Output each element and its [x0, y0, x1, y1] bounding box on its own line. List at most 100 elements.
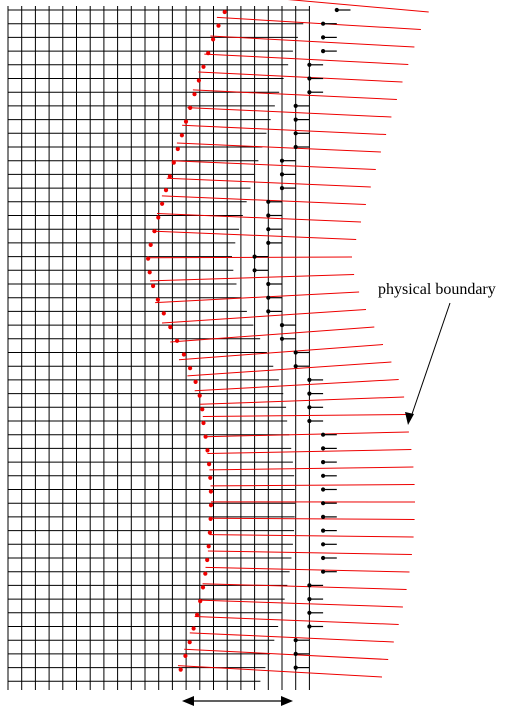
inner-interp-point	[307, 76, 312, 81]
curvilinear-grid-normal	[176, 142, 381, 153]
inner-interp-point	[266, 309, 271, 314]
outer-interp-point	[183, 653, 188, 659]
outer-interp-point	[148, 242, 153, 247]
inner-interp-point	[321, 514, 326, 520]
interpolation-connectors	[254, 9, 351, 669]
outer-interp-point	[188, 105, 193, 110]
curvilinear-grid-normal	[210, 517, 415, 520]
outer-interp-point	[160, 201, 165, 206]
outer-interp-point	[208, 475, 213, 480]
curvilinear-grid-normal	[177, 665, 383, 678]
curvilinear-grid-normal	[189, 632, 394, 643]
physical-boundary-label: physical boundary	[378, 281, 496, 298]
inner-interp-point	[279, 172, 285, 177]
outer-interp-point	[200, 585, 206, 590]
outer-interp-point	[203, 571, 208, 576]
outer-interp-point	[192, 92, 197, 97]
outer-interp-point	[208, 516, 213, 522]
curvilinear-grid-normal	[178, 344, 384, 361]
inner-interp-point	[252, 268, 257, 273]
outer-interp-point	[201, 420, 206, 426]
boundary-pointer-arrow	[405, 302, 451, 425]
outer-interp-point	[167, 174, 172, 179]
inner-interp-point	[293, 131, 298, 136]
outer-interp-point	[151, 283, 156, 289]
inner-interp-point	[307, 610, 312, 615]
outer-interp-point	[205, 448, 210, 453]
outer-interp-point	[161, 311, 166, 316]
inner-interp-point	[252, 254, 257, 259]
inner-interp-point	[279, 323, 285, 328]
inner-interp-point	[293, 144, 298, 150]
inner-interp-point	[321, 528, 326, 533]
outer-interp-point	[197, 393, 202, 398]
inner-interp-point	[266, 227, 271, 232]
outer-interpolation-points	[146, 9, 227, 672]
outer-interp-point	[179, 133, 184, 138]
inner-interp-point	[307, 90, 312, 95]
outer-interp-point	[163, 188, 169, 193]
outer-interp-point	[168, 325, 173, 330]
cartesian-background-grid	[7, 6, 310, 690]
curvilinear-grid-normal	[204, 53, 409, 65]
inner-interpolation-points	[252, 7, 339, 670]
inner-interp-point	[307, 377, 312, 382]
inner-interp-point	[307, 418, 312, 424]
inner-interp-point	[307, 62, 312, 67]
inner-interp-point	[334, 7, 339, 13]
outer-interp-point	[183, 119, 189, 124]
outer-interp-point	[191, 626, 196, 631]
outer-interp-point	[208, 503, 214, 508]
outer-interp-point	[156, 215, 161, 220]
outer-interp-point	[175, 338, 180, 343]
curvilinear-grid-normal	[161, 309, 367, 324]
curvilinear-grid-normal	[171, 160, 376, 170]
inner-interp-point	[266, 281, 271, 287]
inner-interp-point	[321, 555, 326, 561]
curvilinear-grid-normal	[210, 35, 415, 48]
inner-interp-point	[321, 35, 326, 40]
outer-interp-point	[203, 434, 208, 439]
inner-interp-point	[321, 21, 326, 26]
inner-interp-point	[266, 199, 271, 204]
curvilinear-grid-normal	[207, 449, 412, 454]
inner-interp-point	[307, 597, 312, 602]
width-double-arrow	[182, 696, 293, 706]
inner-interp-point	[321, 473, 326, 478]
outer-interp-point	[155, 297, 160, 302]
inner-interp-point	[321, 432, 326, 437]
outer-interp-point	[175, 146, 180, 152]
inner-interp-point	[293, 103, 298, 108]
outer-interp-point	[146, 256, 151, 261]
inner-interp-point	[293, 350, 298, 355]
curvilinear-grid-normal	[209, 534, 414, 538]
inner-interp-point	[307, 583, 312, 588]
inner-interp-point	[266, 240, 271, 245]
curvilinear-grid-normal	[150, 274, 355, 282]
curvilinear-grid-normal	[192, 89, 397, 100]
curvilinear-grid-normal	[216, 16, 421, 30]
curvilinear-grid-normal	[161, 195, 366, 205]
curvilinear-grid-normal	[210, 484, 415, 487]
curvilinear-grid-normal	[194, 379, 399, 392]
outer-interp-point	[201, 64, 206, 69]
inner-interp-point	[293, 364, 298, 369]
curvilinear-grid-normal	[209, 466, 414, 471]
inner-interp-point	[307, 405, 312, 410]
inner-interp-point	[266, 295, 271, 300]
outer-interp-point	[188, 366, 193, 371]
curvilinear-grid-normal	[287, 0, 429, 13]
curvilinear-grid-normal	[200, 396, 405, 405]
outer-interp-point	[193, 379, 198, 384]
outer-interp-point	[222, 9, 227, 15]
outer-interp-point	[187, 640, 192, 645]
outer-interp-point	[205, 557, 210, 563]
curvilinear-grid-normal	[204, 431, 409, 438]
inner-interp-point	[279, 336, 285, 341]
outer-interp-point	[147, 270, 152, 275]
outer-interp-point	[216, 23, 221, 28]
outer-interp-point	[206, 51, 211, 56]
outer-interp-point	[181, 352, 186, 357]
outer-interp-point	[152, 229, 157, 234]
